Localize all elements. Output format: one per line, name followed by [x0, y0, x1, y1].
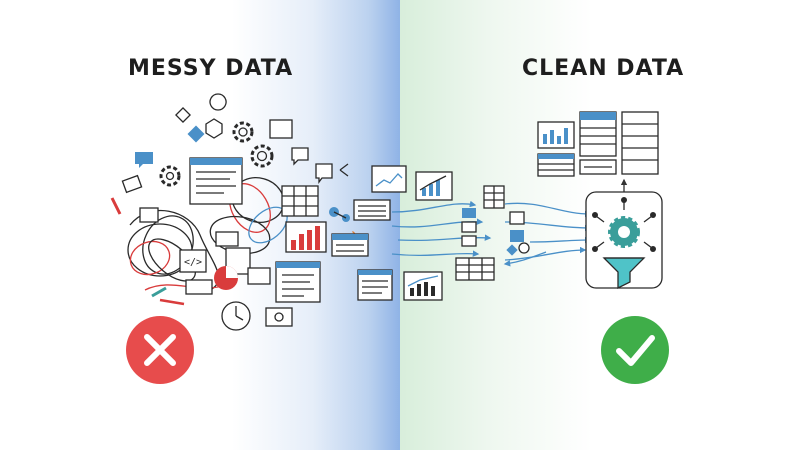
- folder-icon: [269, 119, 293, 139]
- x-mark: [144, 334, 176, 366]
- pie-slice: [226, 266, 238, 278]
- code-glyph: </>: [184, 257, 202, 268]
- document-icon: [189, 157, 243, 205]
- node-link: [333, 211, 347, 219]
- clean-data-heading: CLEAN DATA: [522, 56, 685, 81]
- chat-bubble-icon: [315, 163, 333, 184]
- arrow-icon: [151, 286, 167, 298]
- messy-side-background: [0, 0, 400, 450]
- gear-icon: [250, 144, 274, 168]
- gear-network-icon: [592, 197, 656, 252]
- chat-bubble-icon: [291, 147, 309, 166]
- check-mark: [616, 335, 655, 366]
- error-badge: [126, 316, 194, 384]
- small-table-icon: [483, 185, 505, 209]
- card-icon: [139, 207, 159, 223]
- gear-icon: [232, 121, 254, 143]
- image-dot: [274, 312, 284, 322]
- stacked-cards-icon: [461, 208, 477, 247]
- arrow-icon: [110, 197, 122, 215]
- flow-arrows: [391, 200, 592, 267]
- bar-chart-icon: [415, 171, 453, 201]
- transition-icons: [331, 165, 530, 301]
- messy-data-cluster: </>: [110, 93, 356, 331]
- chat-bubble-icon: [209, 93, 227, 111]
- card-icon: [121, 174, 143, 194]
- messy-data-heading: MESSY DATA: [128, 56, 294, 81]
- bar-chart-icon: [403, 271, 443, 301]
- bar-chart-icon: [285, 221, 327, 253]
- form-icon: [275, 261, 321, 303]
- data-processor: [585, 191, 663, 290]
- clean-table-icon: [579, 111, 617, 157]
- bar-chart-card-icon: [537, 121, 575, 149]
- clean-data-outputs: [537, 111, 663, 290]
- checkmark-circle-icon: [601, 316, 669, 384]
- success-badge: [601, 316, 669, 384]
- code-window-icon: [179, 249, 207, 273]
- funnel-icon: [602, 257, 646, 290]
- hexagon-icon: [205, 118, 223, 139]
- grid-table-icon: [455, 257, 495, 281]
- diamond-icon: [187, 125, 205, 143]
- clean-table-icon: [537, 153, 575, 177]
- document-icon: [357, 269, 393, 301]
- clean-table-icon: [579, 159, 617, 175]
- line-chart-icon: [371, 165, 407, 193]
- table-icon: [353, 199, 391, 221]
- arrow-icon: [159, 298, 185, 306]
- chevron-icon: [339, 163, 349, 177]
- chat-bubble-icon: [135, 152, 153, 168]
- node-graph-icon: [506, 211, 530, 256]
- clean-table-icon: [621, 111, 659, 175]
- table-icon: [331, 233, 369, 257]
- diamond-icon: [175, 107, 191, 123]
- image-card-icon: [265, 307, 293, 327]
- card-icon: [215, 231, 239, 247]
- table-strip-icon: [185, 279, 213, 295]
- grid-table-icon: [281, 185, 319, 217]
- card-icon: [247, 267, 271, 285]
- clock-icon: [221, 301, 251, 331]
- gear-icon: [159, 165, 181, 187]
